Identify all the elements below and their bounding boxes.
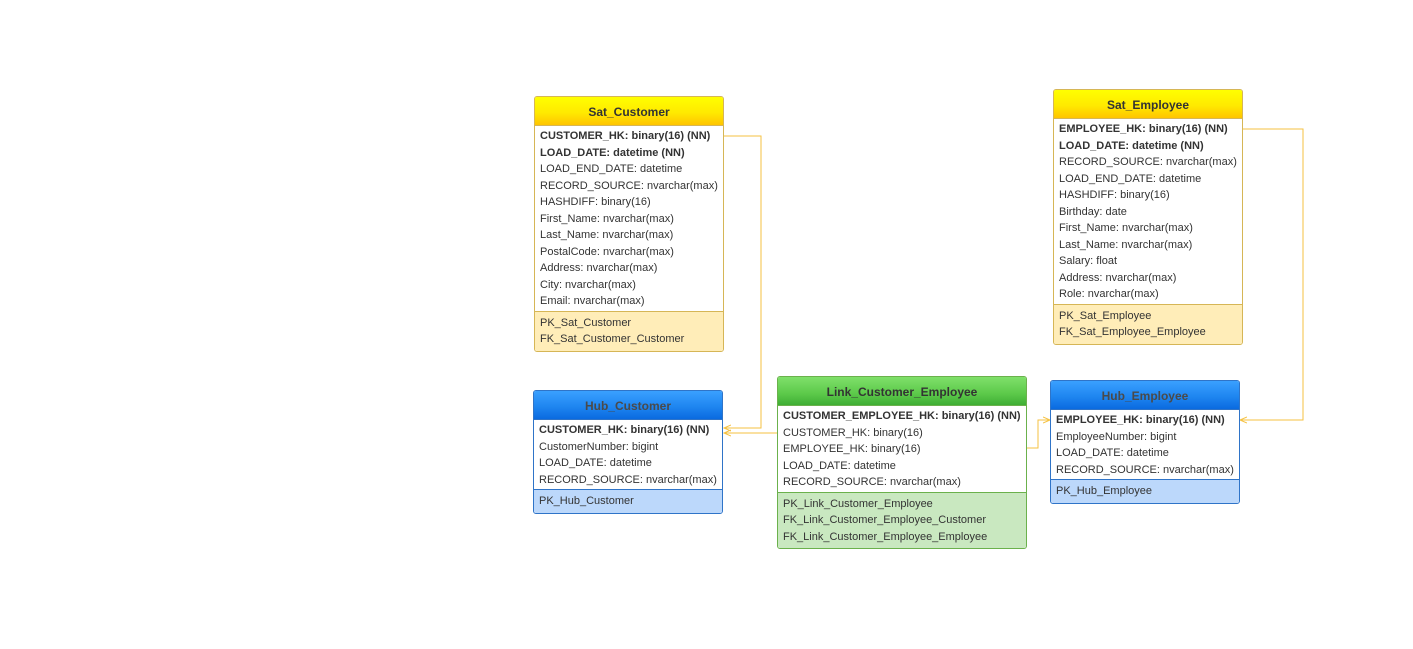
- sat-customer-field[interactable]: Address: nvarchar(max): [540, 262, 658, 274]
- sat-employee-field[interactable]: First_Name: nvarchar(max): [1059, 222, 1193, 234]
- hub-customer-field[interactable]: CUSTOMER_HK: binary(16) (NN): [539, 424, 710, 436]
- link-customer-employee-constraint[interactable]: FK_Link_Customer_Employee_Employee: [783, 530, 988, 543]
- link-customer-employee-field[interactable]: CUSTOMER_EMPLOYEE_HK: binary(16) (NN): [783, 410, 1021, 422]
- hub-customer-field[interactable]: CustomerNumber: bigint: [539, 440, 659, 453]
- connector-link-to-hub-employee[interactable]: [1026, 420, 1050, 449]
- sat-employee-field[interactable]: LOAD_END_DATE: datetime: [1059, 172, 1202, 185]
- sat-employee-title: Sat_Employee: [1054, 90, 1242, 119]
- sat-customer-field[interactable]: PostalCode: nvarchar(max): [540, 245, 674, 258]
- sat-customer-field[interactable]: First_Name: nvarchar(max): [540, 212, 674, 225]
- sat-customer-field[interactable]: Last_Name: nvarchar(max): [540, 229, 674, 241]
- sat-customer-constraint[interactable]: FK_Sat_Customer_Customer: [540, 333, 685, 345]
- sat-employee-field[interactable]: Address: nvarchar(max): [1059, 271, 1177, 284]
- sat-customer-field[interactable]: HASHDIFF: binary(16): [540, 196, 651, 208]
- hub-employee-fields: EMPLOYEE_HK: binary(16) (NN) EmployeeNumb…: [1051, 410, 1239, 479]
- sat-customer-fields: CUSTOMER_HK: binary(16) (NN) LOAD_DATE: d…: [535, 126, 723, 311]
- sat-employee-table[interactable]: Sat_Employee EMPLOYEE_HK: binary(16) (NN…: [1053, 89, 1243, 345]
- sat-customer-constraint[interactable]: PK_Sat_Customer: [540, 316, 632, 329]
- sat-customer-field[interactable]: RECORD_SOURCE: nvarchar(max): [540, 179, 718, 192]
- hub-customer-constraint[interactable]: PK_Hub_Customer: [539, 495, 634, 507]
- link-customer-employee-field[interactable]: LOAD_DATE: datetime: [783, 459, 896, 472]
- hub-employee-field[interactable]: LOAD_DATE: datetime: [1056, 447, 1169, 459]
- sat-employee-constraint[interactable]: PK_Sat_Employee: [1059, 309, 1152, 322]
- sat-customer-field[interactable]: City: nvarchar(max): [540, 278, 636, 291]
- link-customer-employee-field[interactable]: CUSTOMER_HK: binary(16): [783, 426, 923, 439]
- sat-customer-field[interactable]: LOAD_DATE: datetime (NN): [540, 146, 685, 159]
- hub-customer-field[interactable]: RECORD_SOURCE: nvarchar(max): [539, 473, 717, 486]
- sat-employee-field[interactable]: LOAD_DATE: datetime (NN): [1059, 139, 1204, 152]
- connector-sat-employee-to-hub-employee[interactable]: [1240, 128, 1304, 420]
- hub-employee-title: Hub_Employee: [1051, 381, 1239, 410]
- sat-employee-field[interactable]: EMPLOYEE_HK: binary(16) (NN): [1059, 123, 1228, 135]
- hub-employee-constraint[interactable]: PK_Hub_Employee: [1056, 485, 1153, 497]
- link-customer-employee-table[interactable]: Link_Customer_Employee CUSTOMER_EMPLOYEE…: [777, 376, 1027, 549]
- sat-customer-field[interactable]: Email: nvarchar(max): [540, 295, 645, 307]
- link-customer-employee-field[interactable]: EMPLOYEE_HK: binary(16): [783, 443, 921, 455]
- sat-employee-field[interactable]: Role: nvarchar(max): [1059, 288, 1159, 300]
- hub-employee-keys: PK_Hub_Employee: [1051, 479, 1239, 503]
- link-customer-employee-constraint[interactable]: FK_Link_Customer_Employee_Customer: [783, 514, 986, 526]
- hub-customer-fields: CUSTOMER_HK: binary(16) (NN) CustomerNumb…: [534, 420, 722, 489]
- sat-customer-table[interactable]: Sat_Customer CUSTOMER_HK: binary(16) (NN…: [534, 96, 724, 352]
- link-customer-employee-constraint[interactable]: PK_Link_Customer_Employee: [783, 497, 933, 510]
- link-customer-employee-fields: CUSTOMER_EMPLOYEE_HK: binary(16) (NN) CUS…: [778, 406, 1026, 492]
- sat-employee-field[interactable]: Salary: float: [1059, 255, 1118, 267]
- sat-customer-title: Sat_Customer: [535, 97, 723, 126]
- hub-employee-field[interactable]: RECORD_SOURCE: nvarchar(max): [1056, 463, 1234, 476]
- sat-employee-field[interactable]: RECORD_SOURCE: nvarchar(max): [1059, 156, 1237, 168]
- sat-customer-field[interactable]: CUSTOMER_HK: binary(16) (NN): [540, 130, 711, 142]
- connector-sat-customer-to-hub-customer[interactable]: [723, 135, 762, 428]
- hub-customer-field[interactable]: LOAD_DATE: datetime: [539, 457, 652, 469]
- link-customer-employee-title: Link_Customer_Employee: [778, 377, 1026, 406]
- sat-customer-field[interactable]: LOAD_END_DATE: datetime: [540, 163, 683, 175]
- hub-customer-title: Hub_Customer: [534, 391, 722, 420]
- sat-employee-field[interactable]: HASHDIFF: binary(16): [1059, 189, 1170, 201]
- hub-customer-table[interactable]: Hub_Customer CUSTOMER_HK: binary(16) (NN…: [533, 390, 723, 514]
- hub-customer-keys: PK_Hub_Customer: [534, 489, 722, 513]
- hub-employee-field[interactable]: EMPLOYEE_HK: binary(16) (NN): [1056, 414, 1225, 426]
- sat-employee-field[interactable]: Last_Name: nvarchar(max): [1059, 238, 1193, 251]
- sat-employee-fields: EMPLOYEE_HK: binary(16) (NN) LOAD_DATE: d…: [1054, 119, 1242, 304]
- link-customer-employee-field[interactable]: RECORD_SOURCE: nvarchar(max): [783, 476, 961, 488]
- hub-employee-table[interactable]: Hub_Employee EMPLOYEE_HK: binary(16) (NN…: [1050, 380, 1240, 504]
- sat-employee-field[interactable]: Birthday: date: [1059, 205, 1127, 218]
- hub-employee-field[interactable]: EmployeeNumber: bigint: [1056, 430, 1177, 443]
- sat-employee-constraint[interactable]: FK_Sat_Employee_Employee: [1059, 326, 1206, 338]
